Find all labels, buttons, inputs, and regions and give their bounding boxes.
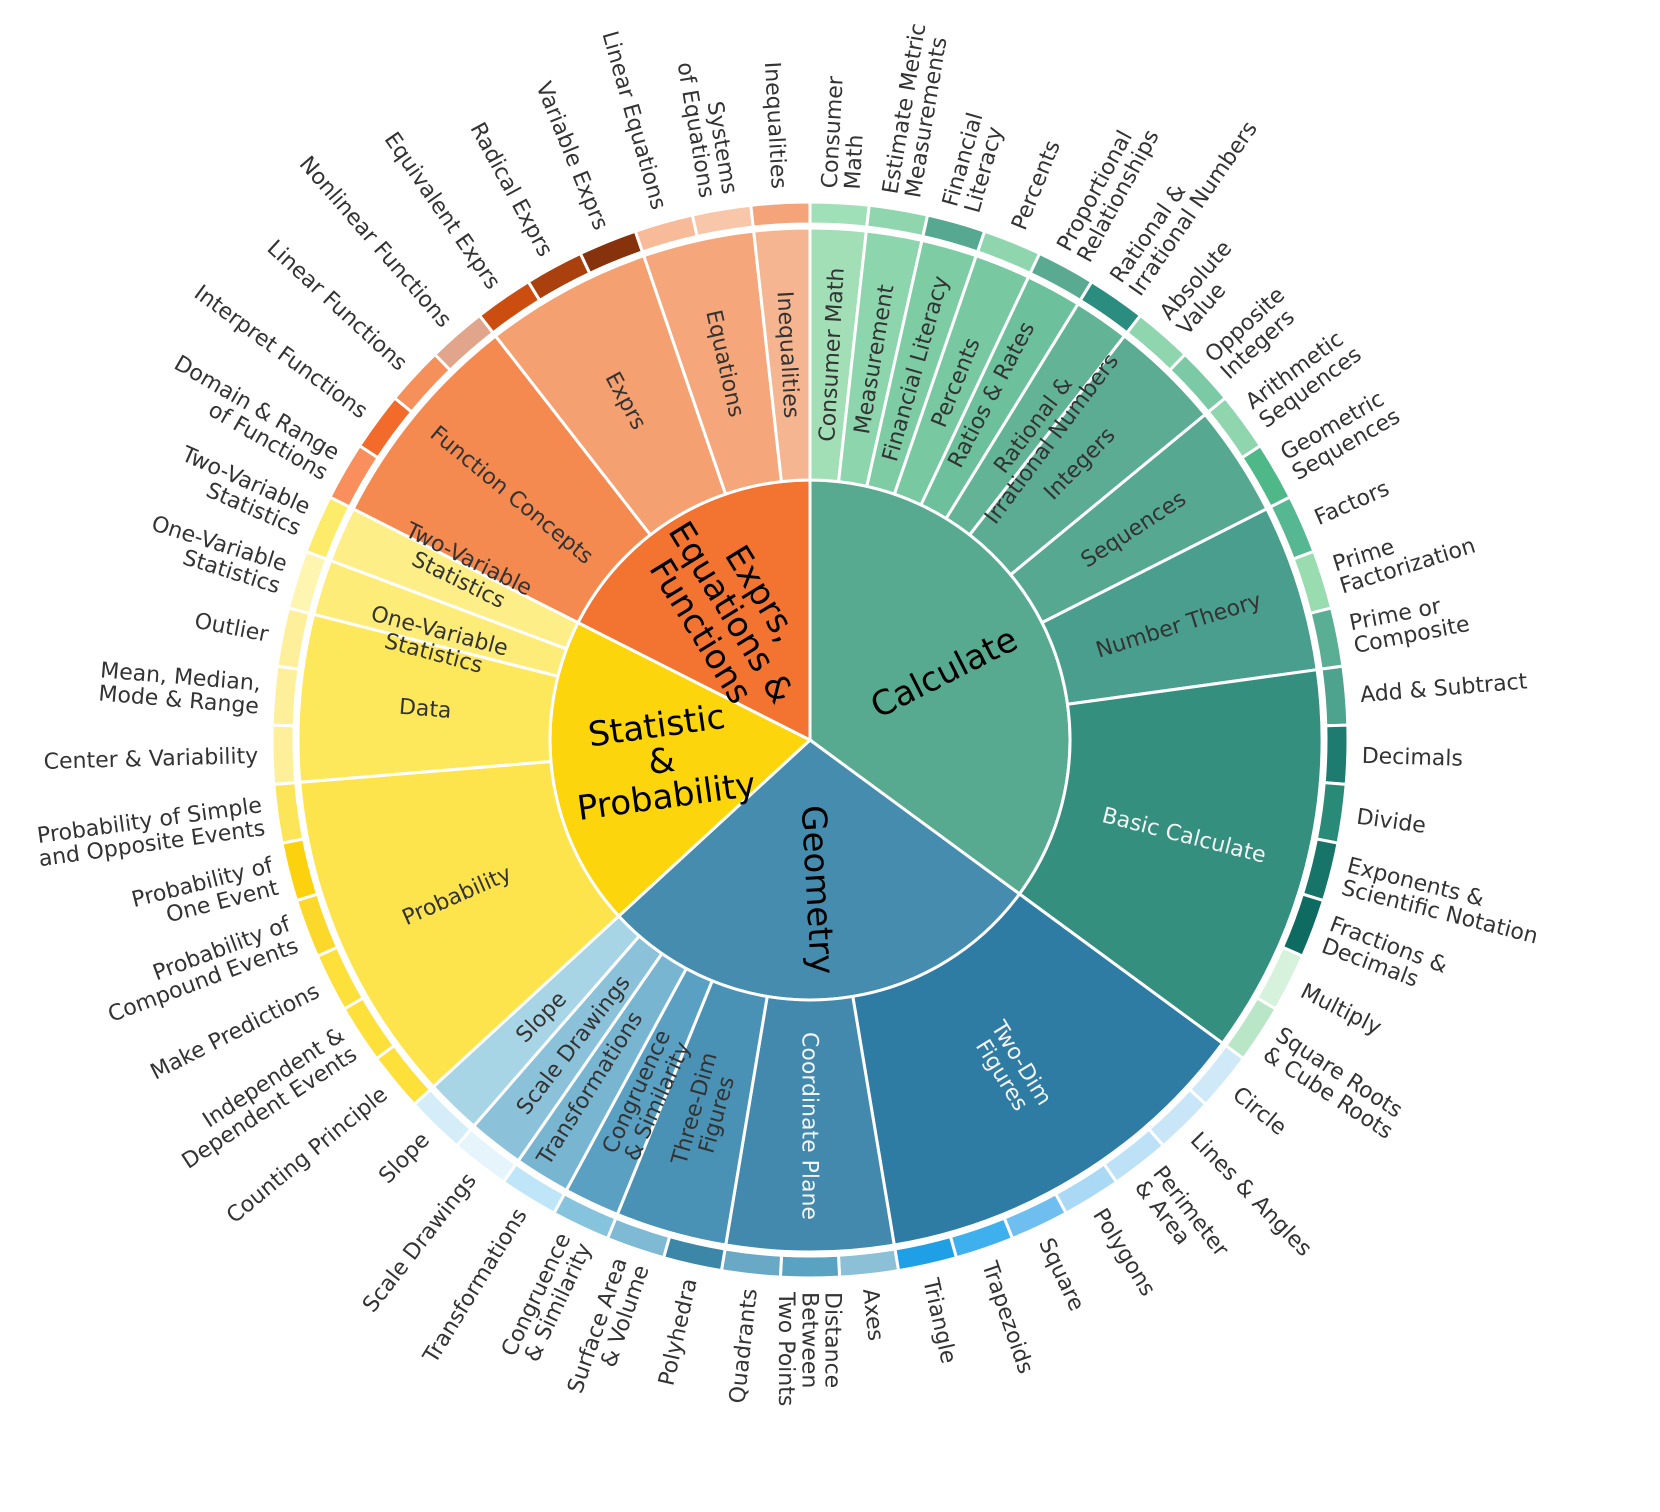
segment-probability[interactable] (298, 759, 621, 1089)
segment-leaf-decimals[interactable] (1322, 723, 1350, 787)
subcategory-label-coordinate-plane: Coordinate Plane (796, 1032, 821, 1220)
leaf-label-circle: Circle (1227, 1082, 1291, 1141)
segment-inequalities[interactable] (752, 226, 812, 484)
leaf-label-variable-exprs: Variable Exprs (530, 78, 612, 233)
leaf-label-systems-of-equations: Systemsof Equations (672, 57, 742, 200)
leaf-label-estimate-metric-measurements: Estimate MetricMeasurements (878, 22, 954, 200)
leaf-label-polygons: Polygons (1087, 1204, 1160, 1301)
segment-leaf-axes[interactable] (836, 1247, 901, 1279)
leaf-label-financial-literacy: FinancialLiteracy (938, 110, 1011, 216)
segment-leaf-add-subtract[interactable] (1319, 664, 1350, 728)
leaf-label-polyhedra: Polyhedra (654, 1276, 702, 1388)
segment-leaf-quadrants[interactable] (719, 1247, 784, 1279)
segment-leaf-mean-median-mode-range[interactable] (270, 664, 301, 728)
segment-leaf-distance-between-two-points[interactable] (778, 1253, 842, 1280)
leaf-label-probability-of-simple-and-opposite-events: Probability of Simpleand Opposite Events (34, 793, 267, 872)
segment-basic-calculate[interactable] (1017, 667, 1324, 1046)
segment-leaf-center-variability[interactable] (270, 723, 298, 787)
leaf-label-inequalities: Inequalities (759, 61, 791, 190)
subcategory-label-data: Data (398, 695, 452, 724)
leaf-label-multiply: Multiply (1296, 979, 1385, 1041)
segment-two-dim-figures[interactable] (851, 891, 1225, 1247)
leaf-label-slope: Slope (374, 1128, 434, 1189)
segment-leaf-inequalities[interactable] (749, 200, 812, 229)
segment-leaf-consumer-math[interactable] (808, 200, 871, 229)
leaf-label-prime-or-composite: Prime orComposite (1347, 589, 1471, 659)
leaf-label-axes: Axes (857, 1287, 888, 1342)
leaf-label-consumer-math: ConsumerMath (818, 75, 872, 191)
leaf-label-linear-equations: Linear Equations (596, 28, 670, 212)
leaf-label-triangle: Triangle (917, 1275, 961, 1366)
leaf-label-center-variability: Center & Variability (43, 744, 258, 775)
leaf-label-percents: Percents (1007, 137, 1066, 234)
leaf-label-divide: Divide (1355, 805, 1427, 839)
leaf-label-factors: Factors (1311, 476, 1393, 531)
sunburst-segments (270, 200, 1350, 1280)
leaf-label-decimals: Decimals (1361, 744, 1463, 772)
leaf-label-radical-exprs: Radical Exprs (465, 119, 558, 261)
leaf-label-outlier: Outlier (192, 609, 271, 648)
leaf-label-mean-median-mode-range: Mean, Median,Mode & Range (97, 658, 261, 719)
leaf-label-fractions-decimals: Fractions &Decimals (1318, 912, 1450, 1000)
leaf-label-add-subtract: Add & Subtract (1359, 669, 1528, 708)
category-label-geometry: Geometry (793, 804, 842, 975)
leaf-label-prime-factorization: PrimeFactorization (1330, 511, 1479, 599)
leaf-label-square: Square (1033, 1234, 1089, 1315)
leaf-label-quadrants: Quadrants (725, 1287, 763, 1404)
leaf-label-distance-between-two-points: DistanceBetweenTwo Points (773, 1291, 844, 1406)
leaf-label-trapezoids: Trapezoids (976, 1257, 1038, 1377)
